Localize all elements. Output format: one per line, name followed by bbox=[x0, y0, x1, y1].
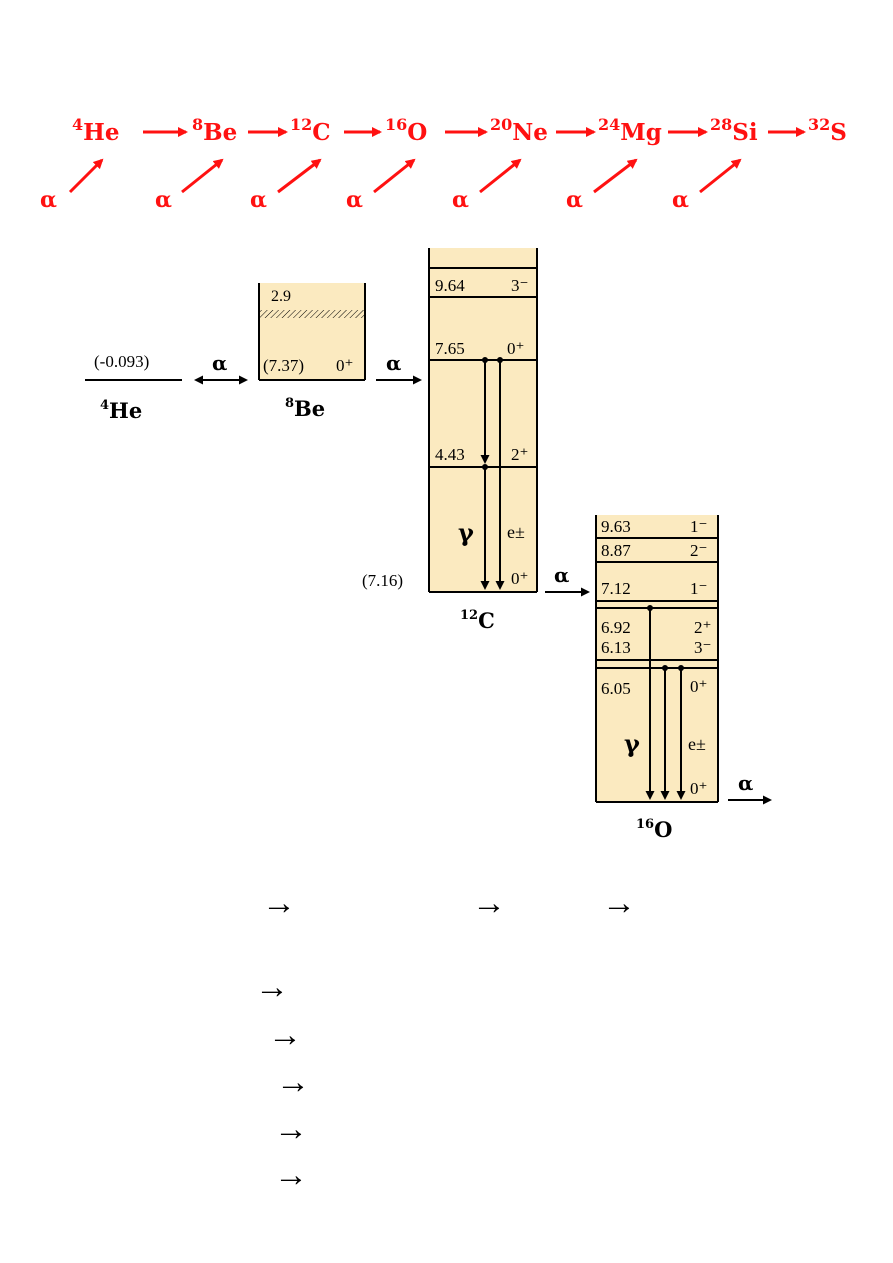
be8-box bbox=[259, 283, 365, 380]
c12-box bbox=[429, 248, 537, 592]
alpha-chain: 4He 8Be 12C 16O 20Ne 24Mg 28Si 32S α α bbox=[40, 115, 847, 213]
chain-nucleus-c12: 12C bbox=[290, 115, 331, 146]
alpha-label-c-o: α bbox=[554, 563, 569, 587]
reaction-arrow: → bbox=[472, 885, 506, 922]
o16-level-spin: 0⁺ bbox=[690, 677, 707, 696]
chain-nucleus-be8: 8Be bbox=[192, 115, 237, 146]
reaction-arrow: → bbox=[274, 1157, 308, 1194]
alpha-label: α bbox=[155, 187, 172, 213]
c12-level-energy: 4.43 bbox=[435, 445, 465, 464]
chain-nucleus-ne20: 20Ne bbox=[490, 115, 548, 146]
chain-nucleus-s32: 32S bbox=[808, 115, 847, 146]
alpha-capture-arrow bbox=[479, 158, 522, 194]
alpha-capture-arrow bbox=[277, 158, 322, 194]
o16-level-energy: 6.92 bbox=[601, 618, 631, 637]
alpha-label-o-out: α bbox=[738, 771, 753, 795]
chain-nucleus-o16: 16O bbox=[385, 115, 427, 146]
o16-level-energy: 6.05 bbox=[601, 679, 631, 698]
c12-level-spin: 3⁻ bbox=[511, 276, 528, 295]
c12-label: 12C bbox=[460, 608, 495, 633]
alpha-label: α bbox=[566, 187, 583, 213]
alpha-label: α bbox=[452, 187, 469, 213]
chain-nucleus-mg24: 24Mg bbox=[598, 115, 662, 146]
o16-pair-label: e± bbox=[688, 734, 706, 754]
o16-level-spin: 1⁻ bbox=[690, 517, 707, 536]
he4-value: (-0.093) bbox=[94, 352, 149, 371]
o16-level-energy: 8.87 bbox=[601, 541, 631, 560]
o16-level-spin: 2⁻ bbox=[690, 541, 707, 560]
c12-level-energy: 7.65 bbox=[435, 339, 465, 358]
o16-level-energy: 6.13 bbox=[601, 638, 631, 657]
c12-level-spin: 0⁺ bbox=[511, 569, 528, 588]
alpha-label: α bbox=[40, 187, 57, 213]
he4-level-group: (-0.093) 4He bbox=[85, 352, 182, 423]
be8-width-hatch bbox=[259, 310, 365, 318]
alpha-label-be-c: α bbox=[386, 351, 401, 375]
c12-level-spin: 2⁺ bbox=[511, 445, 528, 464]
reaction-arrow: → bbox=[602, 885, 636, 922]
be8-ground-spin: 0⁺ bbox=[336, 356, 353, 375]
o16-level-spin: 1⁻ bbox=[690, 579, 707, 598]
o16-label: 16O bbox=[636, 817, 672, 842]
chain-nucleus-he4: 4He bbox=[72, 115, 120, 146]
alpha-capture-arrow bbox=[68, 158, 104, 194]
reaction-arrow: → bbox=[276, 1064, 310, 1101]
o16-level-spin: 2⁺ bbox=[694, 618, 711, 637]
o16-level-spin: 3⁻ bbox=[694, 638, 711, 657]
reaction-arrow: → bbox=[274, 1111, 308, 1148]
o16-level-energy: 7.12 bbox=[601, 579, 631, 598]
reaction-arrow: → bbox=[262, 885, 296, 922]
o16-gamma-label: γ bbox=[624, 729, 640, 758]
alpha-label: α bbox=[250, 187, 267, 213]
alpha-capture-arrow bbox=[699, 158, 742, 194]
alpha-label-he-be: α bbox=[212, 351, 227, 375]
alpha-label: α bbox=[346, 187, 363, 213]
alpha-capture-arrow bbox=[181, 158, 224, 194]
o16-level-energy: 9.63 bbox=[601, 517, 631, 536]
c12-gamma-label: γ bbox=[458, 518, 474, 547]
reaction-arrow: → bbox=[268, 1017, 302, 1054]
be8-label: 8Be bbox=[285, 396, 325, 421]
alpha-capture-arrow bbox=[373, 158, 416, 194]
c12-pair-label: e± bbox=[507, 522, 525, 542]
alpha-capture-arrow bbox=[593, 158, 638, 194]
chain-nucleus-si28: 28Si bbox=[710, 115, 758, 146]
c12-level-spin: 0⁺ bbox=[507, 339, 524, 358]
alpha-label: α bbox=[672, 187, 689, 213]
o16-level-group: 9.63 1⁻ 8.87 2⁻ 7.12 1⁻ 6.92 2⁺ 6.13 3⁻ … bbox=[595, 515, 719, 842]
be8-level-group: 2.9 (7.37) 0⁺ 8Be bbox=[258, 283, 366, 421]
c12-threshold: (7.16) bbox=[362, 571, 403, 590]
be8-width-level: 2.9 bbox=[271, 288, 291, 305]
reaction-arrow: → bbox=[255, 969, 289, 1006]
o16-level-spin: 0⁺ bbox=[690, 779, 707, 798]
be8-ground-energy: (7.37) bbox=[263, 356, 304, 375]
he4-label: 4He bbox=[100, 398, 142, 423]
c12-level-energy: 9.64 bbox=[435, 276, 465, 295]
c12-level-group: 9.64 3⁻ 7.65 0⁺ 4.43 2⁺ 0⁺ γ e± (7.16) 1… bbox=[362, 248, 538, 633]
